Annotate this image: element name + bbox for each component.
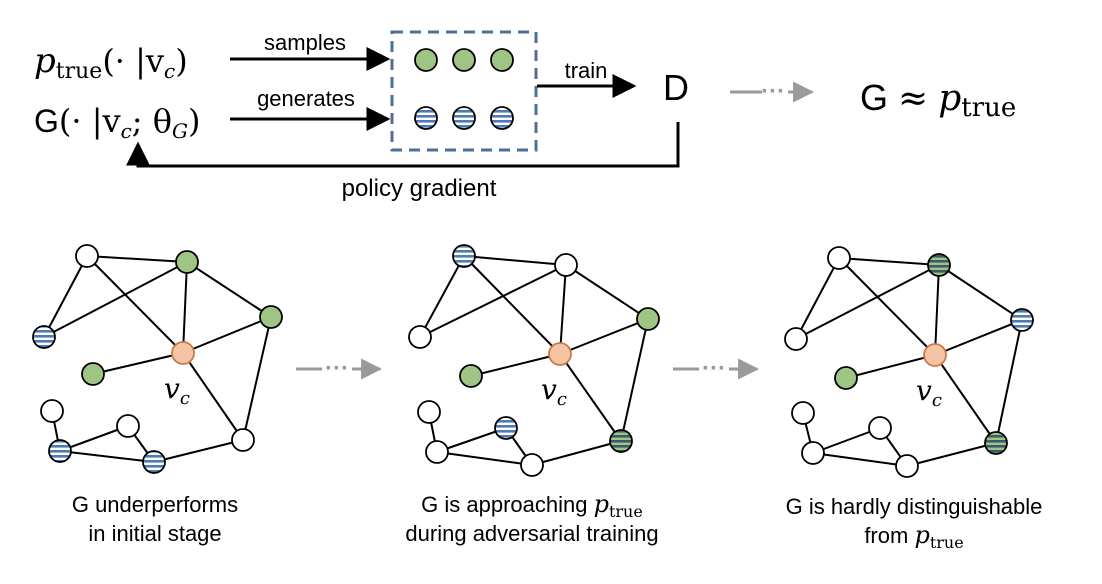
generated-sample-node	[414, 106, 438, 130]
graph-node	[927, 253, 951, 277]
graph-node	[868, 416, 892, 440]
graph-adversarial-training: vc G is approaching ptrue during adversa…	[405, 244, 660, 546]
progress-dots: ···	[702, 355, 726, 382]
generated-sample-node	[490, 106, 514, 130]
graph-node	[40, 399, 64, 423]
graph-node	[784, 327, 808, 351]
caption-line2: during adversarial training	[405, 521, 658, 546]
graph-node	[231, 428, 255, 452]
graph-node	[1010, 308, 1034, 332]
graph-node	[554, 253, 578, 277]
generated-samples	[414, 106, 514, 130]
graph-node	[142, 450, 166, 474]
center-node-label: vc	[916, 374, 942, 411]
real-sample-node	[490, 48, 514, 72]
progress-dots: ···	[761, 78, 785, 105]
center-node	[171, 341, 195, 365]
caption-line1: G is hardly distinguishable	[786, 494, 1043, 519]
graph-node	[636, 307, 660, 331]
graph-node	[459, 364, 483, 388]
result-label: G≈ptrue	[860, 77, 1016, 123]
graph-node	[609, 429, 633, 453]
graph-node	[48, 439, 72, 463]
graph-node	[801, 441, 825, 465]
samples-box	[390, 30, 538, 152]
caption-line1: G underperforms	[72, 492, 238, 517]
graph-node	[75, 244, 99, 268]
generated-sample-node	[452, 106, 476, 130]
graph-node	[259, 305, 283, 329]
graph-node	[408, 325, 432, 349]
graph-node	[452, 244, 476, 268]
policy-gradient-arrow	[126, 122, 680, 168]
center-node-label: vc	[541, 373, 567, 410]
graph-initial-stage: vc G underperforms in initial stage	[32, 244, 283, 546]
progress-dots: ···	[325, 355, 349, 382]
caption-line2: from ptrue	[864, 521, 963, 552]
center-node-label: vc	[164, 372, 190, 409]
graph-node	[494, 416, 518, 440]
generates-label: generates	[257, 86, 355, 111]
graph-node	[417, 400, 441, 424]
discriminator-label: D	[663, 67, 689, 108]
train-label: train	[565, 58, 608, 83]
policy-gradient-label: policy gradient	[342, 175, 497, 202]
graph-node	[984, 431, 1008, 455]
caption-line1: G is approaching ptrue	[421, 490, 643, 521]
generator-label: G(· |vc; θG)	[34, 102, 200, 143]
caption-line2: in initial stage	[88, 521, 221, 546]
center-node	[923, 343, 947, 367]
center-node	[548, 342, 572, 366]
graph-node	[425, 440, 449, 464]
real-sample-node	[452, 48, 476, 72]
graph-node	[834, 366, 858, 390]
samples-label: samples	[264, 30, 346, 55]
graph-node	[895, 454, 919, 478]
real-samples	[414, 48, 514, 72]
graph-node	[32, 325, 56, 349]
graph-node	[827, 246, 851, 270]
graph-node	[116, 414, 140, 438]
graph-node	[791, 401, 815, 425]
p-true-label: ptrue(· |vc)	[34, 41, 188, 84]
real-sample-node	[414, 48, 438, 72]
graph-node	[175, 250, 199, 274]
graph-hardly-distinguishable: vc G is hardly distinguishable from ptru…	[784, 246, 1043, 552]
graph-node	[81, 362, 105, 386]
graph-node	[520, 453, 544, 477]
